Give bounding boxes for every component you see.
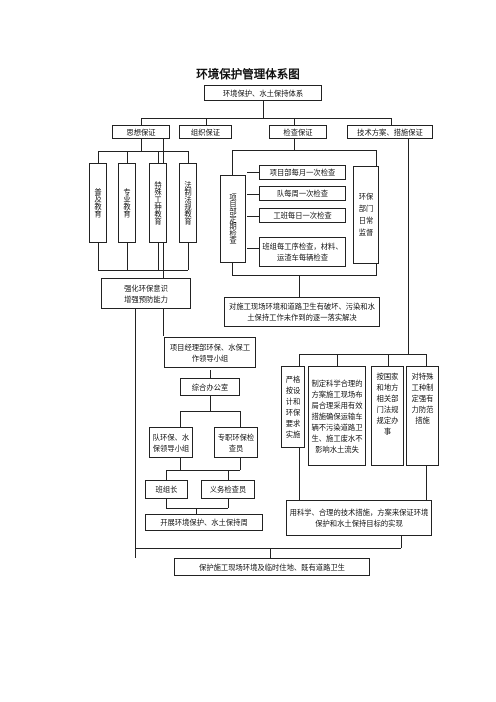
measure-design-label: 严格按设计和环保要求实施 [285,375,301,439]
check-process-label: 班组每工序检查，材料、运渣车每辆检查 [262,242,343,262]
measure-regulation: 按国家和地方相关部门法规规定办事 [371,366,404,466]
measure-special-label: 对特殊工种制定强有力防范措施 [411,372,434,425]
education-legal-label: 法制法规教育 [184,181,193,225]
science-box: 用科学、合理的技术措施，方案来保证环境保护和水土保持目标的实现 [286,500,432,536]
branch-ideology-label: 思想保证 [126,127,156,137]
office-label: 综合办公室 [191,382,229,392]
education-legal: 法制法规教育 [179,163,197,243]
awareness-box: 强化环保意识 增强预防能力 [101,278,191,309]
check-weekly-label: 队每周一次检查 [276,189,329,198]
activity-box: 开展环境保护、水土保持周 [145,514,263,531]
problems-box: 对施工现场环境和道路卫生有破坏、污染和水土保持工作未作到的逐一落实解决 [224,297,380,327]
squad-leader-box: 班组长 [145,480,188,499]
activity-label: 开展环境保护、水土保持周 [160,518,248,527]
measure-plan: 制定科学合理的方案施工现场布局合理采用有效措施确保运输车辆不污染道路卫生、施工废… [308,366,366,466]
branch-inspection: 检查保证 [269,125,327,139]
branch-technical: 技术方案、措施保证 [347,125,433,139]
bottom-goal-label: 保护施工现场环境及临时住地、既有道路卫生 [199,562,345,572]
check-monthly-label: 项目部每月一次检查 [269,168,336,177]
project-inspection-box: 项目部定期检查 [220,175,246,263]
project-inspection-label: 项目部定期检查 [229,193,238,245]
top-system-label: 环境保护、水土保持体系 [222,88,304,98]
measure-special: 对特殊工种制定强有力防范措施 [406,366,439,466]
volunteer-box: 义务检查员 [201,480,255,499]
leader-group-label: 项目经理部环保、水保工作领导小组 [169,342,251,363]
check-daily: 工班每日一次检查 [259,208,346,223]
education-professional-label: 专业教育 [123,188,132,218]
problems-label: 对施工现场环境和道路卫生有破坏、污染和水土保持工作未作到的逐一落实解决 [229,302,375,322]
education-general-label: 普及教育 [94,188,103,218]
science-label: 用科学、合理的技术措施，方案来保证环境保护和水土保持目标的实现 [289,508,429,528]
top-system-box: 环境保护、水土保持体系 [204,85,322,101]
measure-design: 严格按设计和环保要求实施 [281,366,305,448]
branch-ideology: 思想保证 [112,125,170,139]
env-dept-box: 环保 部门 日常 监督 [353,166,379,264]
branch-technical-label: 技术方案、措施保证 [357,127,423,137]
branch-organization: 组织保证 [179,125,232,139]
measure-regulation-label: 按国家和地方相关部门法规规定办事 [376,372,399,436]
inspector-label: 专职环保检查员 [217,432,255,453]
education-professional: 专业教育 [118,163,136,243]
team-group-box: 队环保、水保领导小组 [149,427,193,458]
page-title: 环境保护管理体系图 [196,67,300,81]
office-box: 综合办公室 [180,378,240,396]
env-dept-label: 环保 部门 日常 监督 [358,192,374,237]
check-daily-label: 工班每日一次检查 [273,211,332,220]
leader-group-box: 项目经理部环保、水保工作领导小组 [164,337,256,368]
education-special: 特殊工种教育 [149,163,167,243]
awareness-label: 强化环保意识 增强预防能力 [124,283,168,304]
bottom-goal-box: 保护施工现场环境及临时住地、既有道路卫生 [174,558,370,576]
squad-leader-label: 班组长 [155,485,178,494]
branch-organization-label: 组织保证 [190,127,221,137]
check-process: 班组每工序检查，材料、运渣车每辆检查 [259,237,346,267]
education-general: 普及教育 [89,163,107,243]
check-weekly: 队每周一次检查 [259,186,346,201]
branch-inspection-label: 检查保证 [283,127,313,137]
team-group-label: 队环保、水保领导小组 [152,432,190,453]
check-monthly: 项目部每月一次检查 [259,165,346,180]
inspector-box: 专职环保检查员 [214,427,258,458]
volunteer-label: 义务检查员 [209,485,247,494]
education-special-label: 特殊工种教育 [154,181,163,225]
measure-plan-label: 制定科学合理的方案施工现场布局合理采用有效措施确保运输车辆不污染道路卫生、施工废… [311,378,363,454]
